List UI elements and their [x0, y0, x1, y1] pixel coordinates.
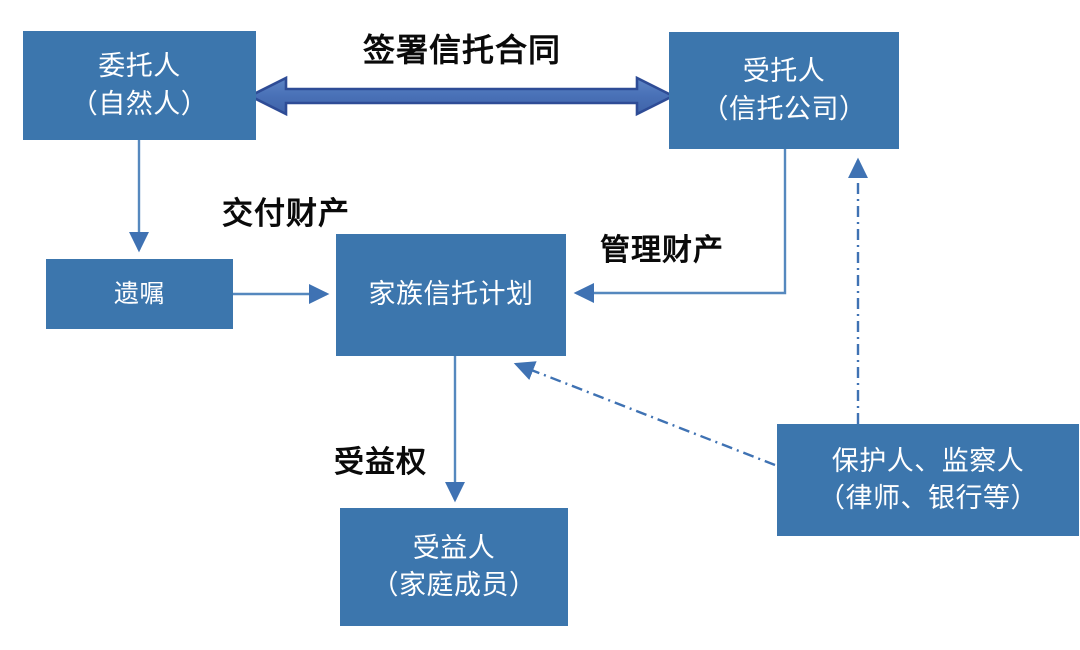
- node-protector[interactable]: 保护人、监察人 （律师、银行等）: [777, 424, 1079, 536]
- edge-protector-trust-plan: [513, 361, 776, 467]
- node-beneficiary[interactable]: 受益人 （家庭成员）: [340, 508, 568, 626]
- node-settlor-line2: （自然人）: [70, 88, 209, 119]
- node-will-line1: 遗嘱: [113, 279, 165, 308]
- node-trustee-line2: （信托公司）: [701, 93, 867, 124]
- node-beneficiary-line1: 受益人: [412, 532, 496, 563]
- node-protector-line2: （律师、银行等）: [818, 483, 1038, 513]
- node-trust-plan[interactable]: 家族信托计划: [336, 234, 566, 356]
- node-trustee[interactable]: 受托人 （信托公司）: [669, 32, 899, 149]
- node-protector-line1: 保护人、监察人: [831, 445, 1025, 476]
- edge-label-manage-property: 管理财产: [600, 234, 724, 267]
- node-trust-plan-line1: 家族信托计划: [368, 279, 534, 310]
- node-will[interactable]: 遗嘱: [46, 259, 233, 329]
- node-settlor[interactable]: 委托人 （自然人）: [23, 31, 256, 140]
- node-settlor-line1: 委托人: [98, 51, 181, 82]
- edge-trustee-trust-plan: [573, 149, 787, 304]
- edge-sign-contract: [247, 75, 676, 117]
- edge-label-beneficial-right: 受益权: [334, 446, 427, 479]
- node-trustee-line1: 受托人: [742, 56, 826, 87]
- edge-label-sign-contract: 签署信托合同: [363, 32, 562, 68]
- edge-label-deliver-property: 交付财产: [222, 196, 350, 231]
- node-beneficiary-line2: （家庭成员）: [371, 570, 537, 600]
